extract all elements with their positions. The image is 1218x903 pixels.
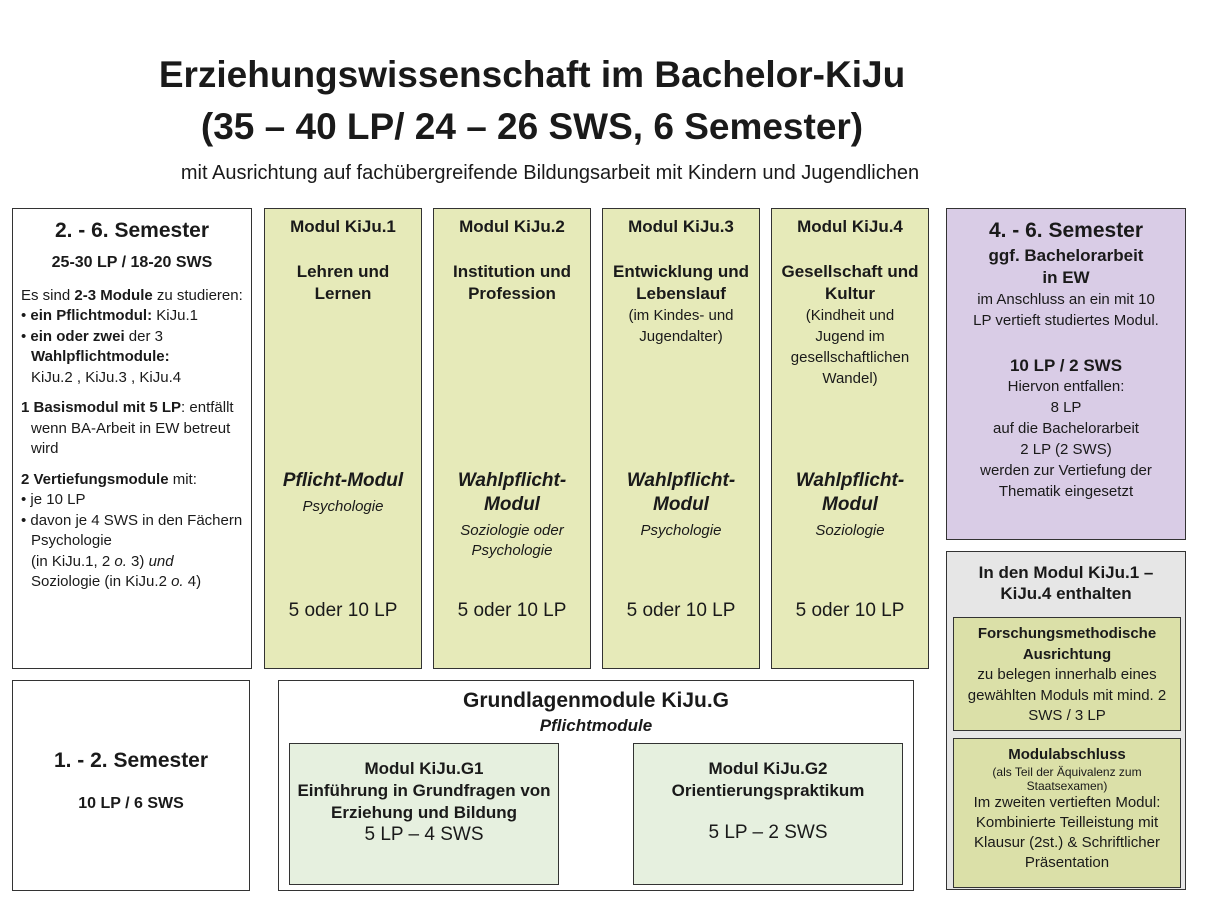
module-name: Institution und Profession: [452, 262, 572, 303]
bullet-pflicht: • ein Pflichtmodul: KiJu.1: [21, 307, 198, 324]
box-text: zu belegen innerhalb eines gewählten Mod…: [967, 666, 1167, 724]
forschung-box: Forschungsmethodische Ausrichtung zu bel…: [953, 617, 1181, 731]
text-line: Hiervon entfallen:: [1007, 378, 1125, 395]
panel-heading: Grundlagenmodule KiJu.G: [462, 689, 730, 712]
module-name: Orientierungspraktikum: [671, 781, 865, 800]
module-name: Lehren und Lernen: [296, 262, 390, 303]
module-title: Modul KiJu.3: [628, 217, 734, 236]
box-note: (als Teil der Äquivalenz zum Staatsexame…: [992, 765, 1142, 793]
panel-heading: 1. - 2. Semester: [53, 749, 209, 772]
module-kiju-3: Modul KiJu.3 Entwicklung und Lebenslauf(…: [602, 208, 760, 669]
box-title: Forschungsmethodische Ausrichtung: [977, 625, 1157, 663]
module-lp: 5 oder 10 LP: [288, 600, 398, 621]
module-g1: Modul KiJu.G1 Einführung in Grundfragen …: [289, 743, 559, 885]
text-line: werden zur Vertiefung der Thematik einge…: [980, 462, 1152, 500]
module-name: Gesellschaft und Kultur(Kindheit und Jug…: [772, 261, 928, 389]
grundlagen-panel: Grundlagenmodule KiJu.G Pflichtmodule Mo…: [278, 680, 914, 891]
modules-intro: Es sind 2-3 Module zu studieren:: [21, 286, 243, 304]
semester-1-2-panel: 1. - 2. Semester 10 LP / 6 SWS: [12, 680, 250, 891]
module-title: Modul KiJu.G1: [364, 759, 484, 778]
text-line: auf die Bachelorarbeit: [993, 420, 1139, 437]
module-title: Modul KiJu.2: [459, 217, 565, 236]
panel-credits: 25-30 LP / 18-20 SWS: [51, 254, 213, 271]
module-lp: 5 oder 10 LP: [795, 600, 905, 621]
panel-credits: 10 LP / 6 SWS: [78, 795, 184, 812]
semester-4-6-panel: 4. - 6. Semester ggf. Bachelorarbeit in …: [946, 208, 1186, 540]
module-subject: Soziologie oder Psychologie: [460, 522, 564, 559]
basismodul-text: 1 Basismodul mit 5 LP: entfällt wenn BA-…: [21, 399, 234, 457]
panel-heading: In den Modul KiJu.1 – KiJu.4 enthalten: [978, 563, 1154, 603]
bullet-lp: • je 10 LP: [21, 491, 86, 508]
module-name: Entwicklung und Lebenslauf(im Kindes- un…: [603, 261, 759, 347]
module-lp: 5 oder 10 LP: [626, 600, 736, 621]
module-detail: (im Kindes- und Jugendalter): [628, 307, 734, 345]
title-line2: (35 – 40 LP/ 24 – 26 SWS, 6 Semester): [200, 106, 864, 147]
panel-heading: 4. - 6. Semester: [988, 219, 1144, 242]
box-text: Im zweiten vertieften Modul: Kombinierte…: [973, 794, 1161, 871]
module-subject: Soziologie: [815, 522, 885, 539]
module-title: Modul KiJu.1: [290, 217, 396, 236]
module-subject: Psychologie: [302, 498, 384, 515]
module-kiju-2: Modul KiJu.2 Institution und Profession …: [433, 208, 591, 669]
module-kiju-1: Modul KiJu.1 Lehren und Lernen Pflicht-M…: [264, 208, 422, 669]
panel-subtitle: Pflichtmodule: [539, 716, 653, 735]
semester-2-6-panel: 2. - 6. Semester 25-30 LP / 18-20 SWS Es…: [12, 208, 252, 669]
module-title: Modul KiJu.4: [797, 217, 903, 236]
vertiefung-text: 2 Vertiefungsmodule mit:: [21, 470, 197, 488]
module-lp: 5 oder 10 LP: [457, 600, 567, 621]
panel-heading: 2. - 6. Semester: [54, 219, 210, 242]
bachelorarbeit-text: im Anschluss an ein mit 10 LP vertieft s…: [973, 291, 1159, 329]
panel-credits: 10 LP / 2 SWS: [1009, 356, 1123, 375]
title-line1: Erziehungswissenschaft im Bachelor-KiJu: [158, 54, 906, 95]
module-kiju-4: Modul KiJu.4 Gesellschaft und Kultur(Kin…: [771, 208, 929, 669]
bachelorarbeit-heading: ggf. Bachelorarbeit in EW: [988, 246, 1144, 287]
text-line: 8 LP: [1050, 399, 1082, 416]
module-lp: 5 LP – 4 SWS: [364, 824, 484, 845]
module-detail: (Kindheit und Jugend im gesellschaftlich…: [790, 307, 910, 387]
module-lp: 5 LP – 2 SWS: [708, 822, 828, 843]
module-name: Einführung in Grundfragen von Erziehung …: [297, 781, 551, 822]
text-line: 2 LP (2 SWS): [1020, 441, 1112, 458]
modulabschluss-box: Modulabschluss (als Teil der Äquivalenz …: [953, 738, 1181, 888]
module-subject: Psychologie: [640, 522, 722, 539]
module-title: Modul KiJu.G2: [708, 759, 828, 778]
box-title: Modulabschluss: [1008, 746, 1126, 763]
enthalten-panel: In den Modul KiJu.1 – KiJu.4 enthalten F…: [946, 551, 1186, 890]
module-g2: Modul KiJu.G2 Orientierungspraktikum 5 L…: [633, 743, 903, 885]
subtitle: mit Ausrichtung auf fachübergreifende Bi…: [180, 162, 920, 184]
